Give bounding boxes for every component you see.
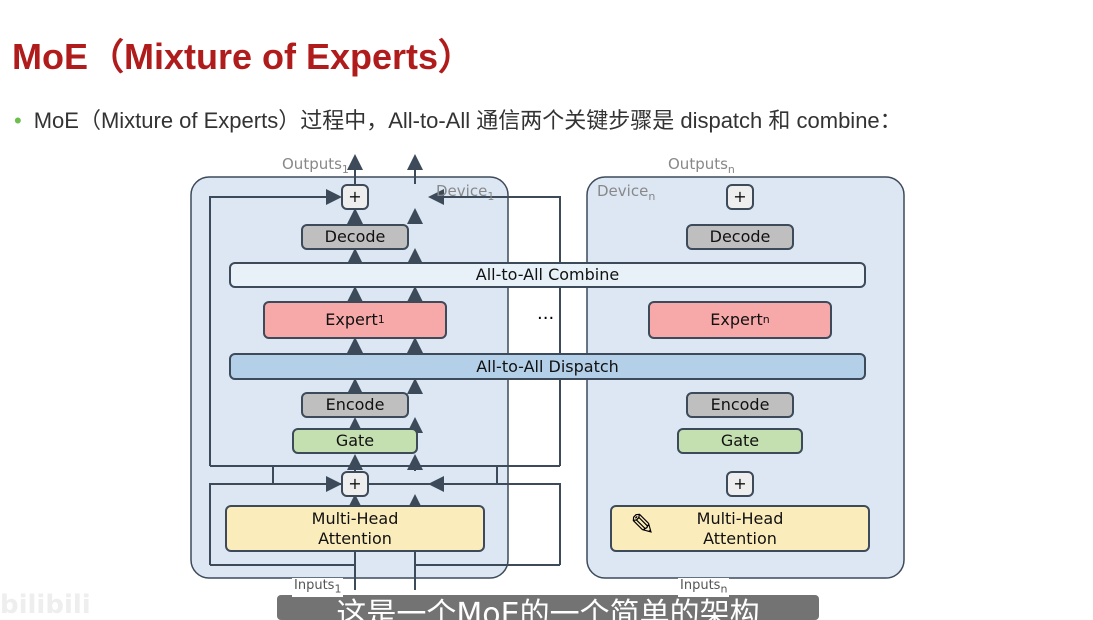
inputs-1-label: Inputs1 [292, 578, 344, 597]
encode-box-1: Encode [301, 392, 409, 418]
bilibili-watermark: bilibili [0, 590, 91, 620]
video-subtitle: 这是一个MoE的一个简单的架构 [277, 595, 819, 620]
gate-box-n: Gate [677, 428, 803, 454]
decode-box-1: Decode [301, 224, 409, 250]
mha-box-n: Multi-Head Attention [610, 505, 870, 552]
ellipsis: ··· [537, 308, 555, 329]
gate-box-1: Gate [292, 428, 418, 454]
bullet-point: • MoE（Mixture of Experts）过程中，All-to-All 通… [14, 108, 902, 134]
add-node-top-1: + [341, 184, 369, 210]
outputs-1-label: Outputs1 [282, 155, 349, 176]
mha-box-1: Multi-Head Attention [225, 505, 485, 552]
all-to-all-dispatch-bar: All-to-All Dispatch [229, 353, 866, 380]
encode-box-n: Encode [686, 392, 794, 418]
slide-title: MoE（Mixture of Experts） [12, 36, 475, 77]
add-node-top-n: + [726, 184, 754, 210]
pencil-icon[interactable]: ✎ [630, 508, 656, 543]
bullet-dot: • [14, 108, 22, 133]
add-node-bottom-n: + [726, 471, 754, 497]
device-1-label: Device1 [436, 182, 495, 203]
all-to-all-combine-bar: All-to-All Combine [229, 262, 866, 288]
bullet-text: MoE（Mixture of Experts）过程中，All-to-All 通信… [33, 108, 902, 133]
device-n-label: Devicen [597, 182, 656, 203]
inputs-n-label: Inputsn [678, 578, 730, 597]
add-node-bottom-1: + [341, 471, 369, 497]
outputs-n-label: Outputsn [668, 155, 735, 176]
decode-box-n: Decode [686, 224, 794, 250]
